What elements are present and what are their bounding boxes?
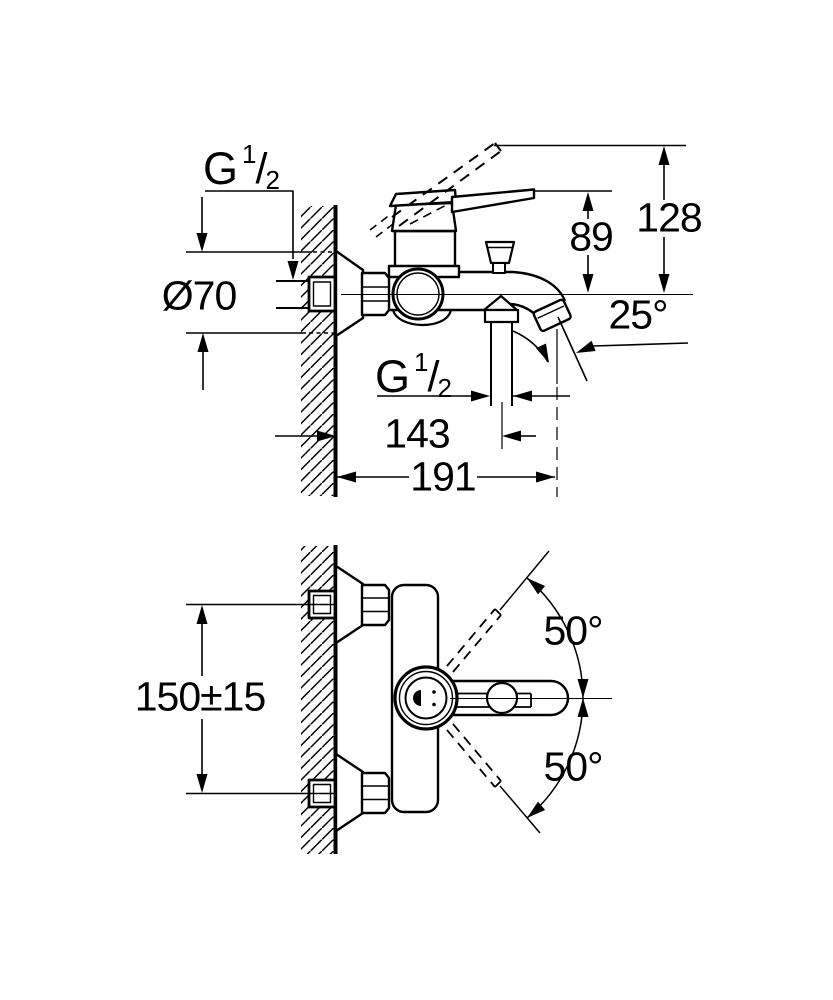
cartridge-column [393, 229, 457, 269]
spout-aerator [532, 298, 572, 333]
swing-lever-dashed-edge [452, 614, 502, 673]
escutcheon-cone [334, 752, 365, 833]
dimension-spout-angle [512, 316, 689, 382]
thread-numerator: 1 [414, 347, 429, 377]
dimension-lever-height [534, 190, 612, 293]
dim-arrowhead [196, 605, 208, 624]
mixer-body-plan [390, 583, 612, 814]
raised-cap-dash [409, 201, 453, 225]
dim-arrowhead [582, 192, 594, 211]
lever-raised-dashed [369, 142, 502, 238]
diverter-stem [492, 262, 506, 274]
indicator-dot [432, 702, 436, 707]
label-thread-outlet: G 1 / 2 [375, 349, 452, 403]
cap-inner-ring [404, 676, 448, 720]
lever-handle-side [450, 188, 536, 214]
dim-arrowhead [658, 146, 670, 165]
side-elevation-view [186, 142, 693, 497]
swing-lever-end-cap [494, 780, 502, 788]
union-nut [360, 583, 391, 627]
swing-lever-dashed-edge [446, 729, 496, 788]
leader-arrowhead [287, 261, 299, 280]
shower-outlet-collar [483, 308, 520, 324]
swing-radial-line [499, 785, 541, 834]
label-spout-angle: 25° [608, 291, 668, 338]
dim-arrowhead [582, 274, 594, 293]
lever-swing-up-annotation [446, 550, 589, 699]
cap-outer-ring [393, 665, 459, 731]
wall-section-side [301, 205, 338, 497]
thread-base: G [203, 143, 239, 194]
dim-arrowhead [197, 333, 209, 352]
raised-lever-edge [398, 150, 502, 227]
lever-cap-rim [388, 188, 458, 208]
label-thread-inlet: G 1 / 2 [203, 141, 280, 195]
thread-numerator: 1 [242, 139, 257, 169]
swing-lever-dashed-edge [446, 608, 496, 667]
diverter-cup [484, 240, 516, 265]
dimension-escutcheon-diameter [186, 197, 336, 390]
leader-line [205, 190, 294, 259]
leader-line [592, 342, 689, 347]
dimension-thread-inlet [205, 190, 299, 280]
label-overall-height: 128 [636, 194, 702, 241]
label-swing-down-angle: 50° [543, 743, 603, 790]
thread-slash: / [427, 353, 440, 401]
dimension-overall-height [494, 144, 686, 293]
body-underside-bulge [391, 309, 453, 327]
label-escutcheon-diameter: Ø70 [161, 272, 237, 319]
dim-arrowhead [196, 774, 208, 793]
arc-arrowhead [527, 578, 546, 595]
swing-radial-line [499, 550, 550, 611]
raised-cap-dash [369, 213, 392, 231]
plan-view [186, 545, 612, 854]
raised-lever-edge [391, 142, 496, 218]
label-outlet-distance: 143 [384, 410, 450, 457]
wall-union-square-inner [312, 281, 332, 307]
arc-arrowhead [535, 343, 549, 363]
label-overall-projection: 191 [410, 453, 476, 500]
temperature-indicator [413, 690, 421, 706]
escutcheon-cone [334, 249, 365, 338]
label-lever-height: 89 [569, 213, 614, 260]
indicator-dot [432, 690, 436, 694]
dim-arrowhead [471, 390, 490, 402]
angle-reference-line [557, 316, 588, 382]
wall-hatching [301, 206, 334, 496]
dimension-outlet-distance [275, 402, 536, 449]
dim-arrowhead [317, 430, 336, 442]
arc-arrowhead [577, 679, 589, 698]
dim-arrowhead [196, 233, 208, 252]
escutcheon-cone [334, 564, 365, 645]
raised-lever-tip-cap [494, 142, 502, 152]
wall-connection-side [276, 275, 337, 313]
dimension-thread-outlet [377, 390, 570, 402]
dim-arrowhead [502, 430, 521, 442]
swing-lever-end-cap [494, 608, 502, 616]
aerator-rim-line [537, 305, 565, 319]
lever-swing-down-annotation [446, 697, 589, 834]
label-swing-up-angle: 50° [543, 607, 603, 654]
dim-arrowhead [536, 471, 555, 483]
dimension-overall-projection [337, 329, 558, 497]
raised-cap-dash [375, 220, 398, 238]
leader-arrowhead [576, 340, 596, 353]
diverter-knob [484, 240, 516, 274]
arc-arrowhead [527, 801, 546, 818]
union-nut [360, 771, 391, 815]
mixer-body-side [334, 142, 693, 406]
arc-arrowhead [577, 698, 589, 717]
dim-arrowhead [658, 274, 670, 293]
aerator-band [532, 298, 572, 333]
spout-outer-curve [512, 270, 567, 302]
swing-lever-dashed-edge [452, 723, 502, 782]
thread-denominator: 2 [265, 165, 280, 195]
thread-denominator: 2 [437, 373, 452, 403]
label-connection-spacing: 150±15 [134, 673, 267, 720]
dimension-connection-spacing [186, 603, 334, 795]
thread-base: G [375, 351, 411, 402]
thread-slash: / [255, 145, 268, 193]
